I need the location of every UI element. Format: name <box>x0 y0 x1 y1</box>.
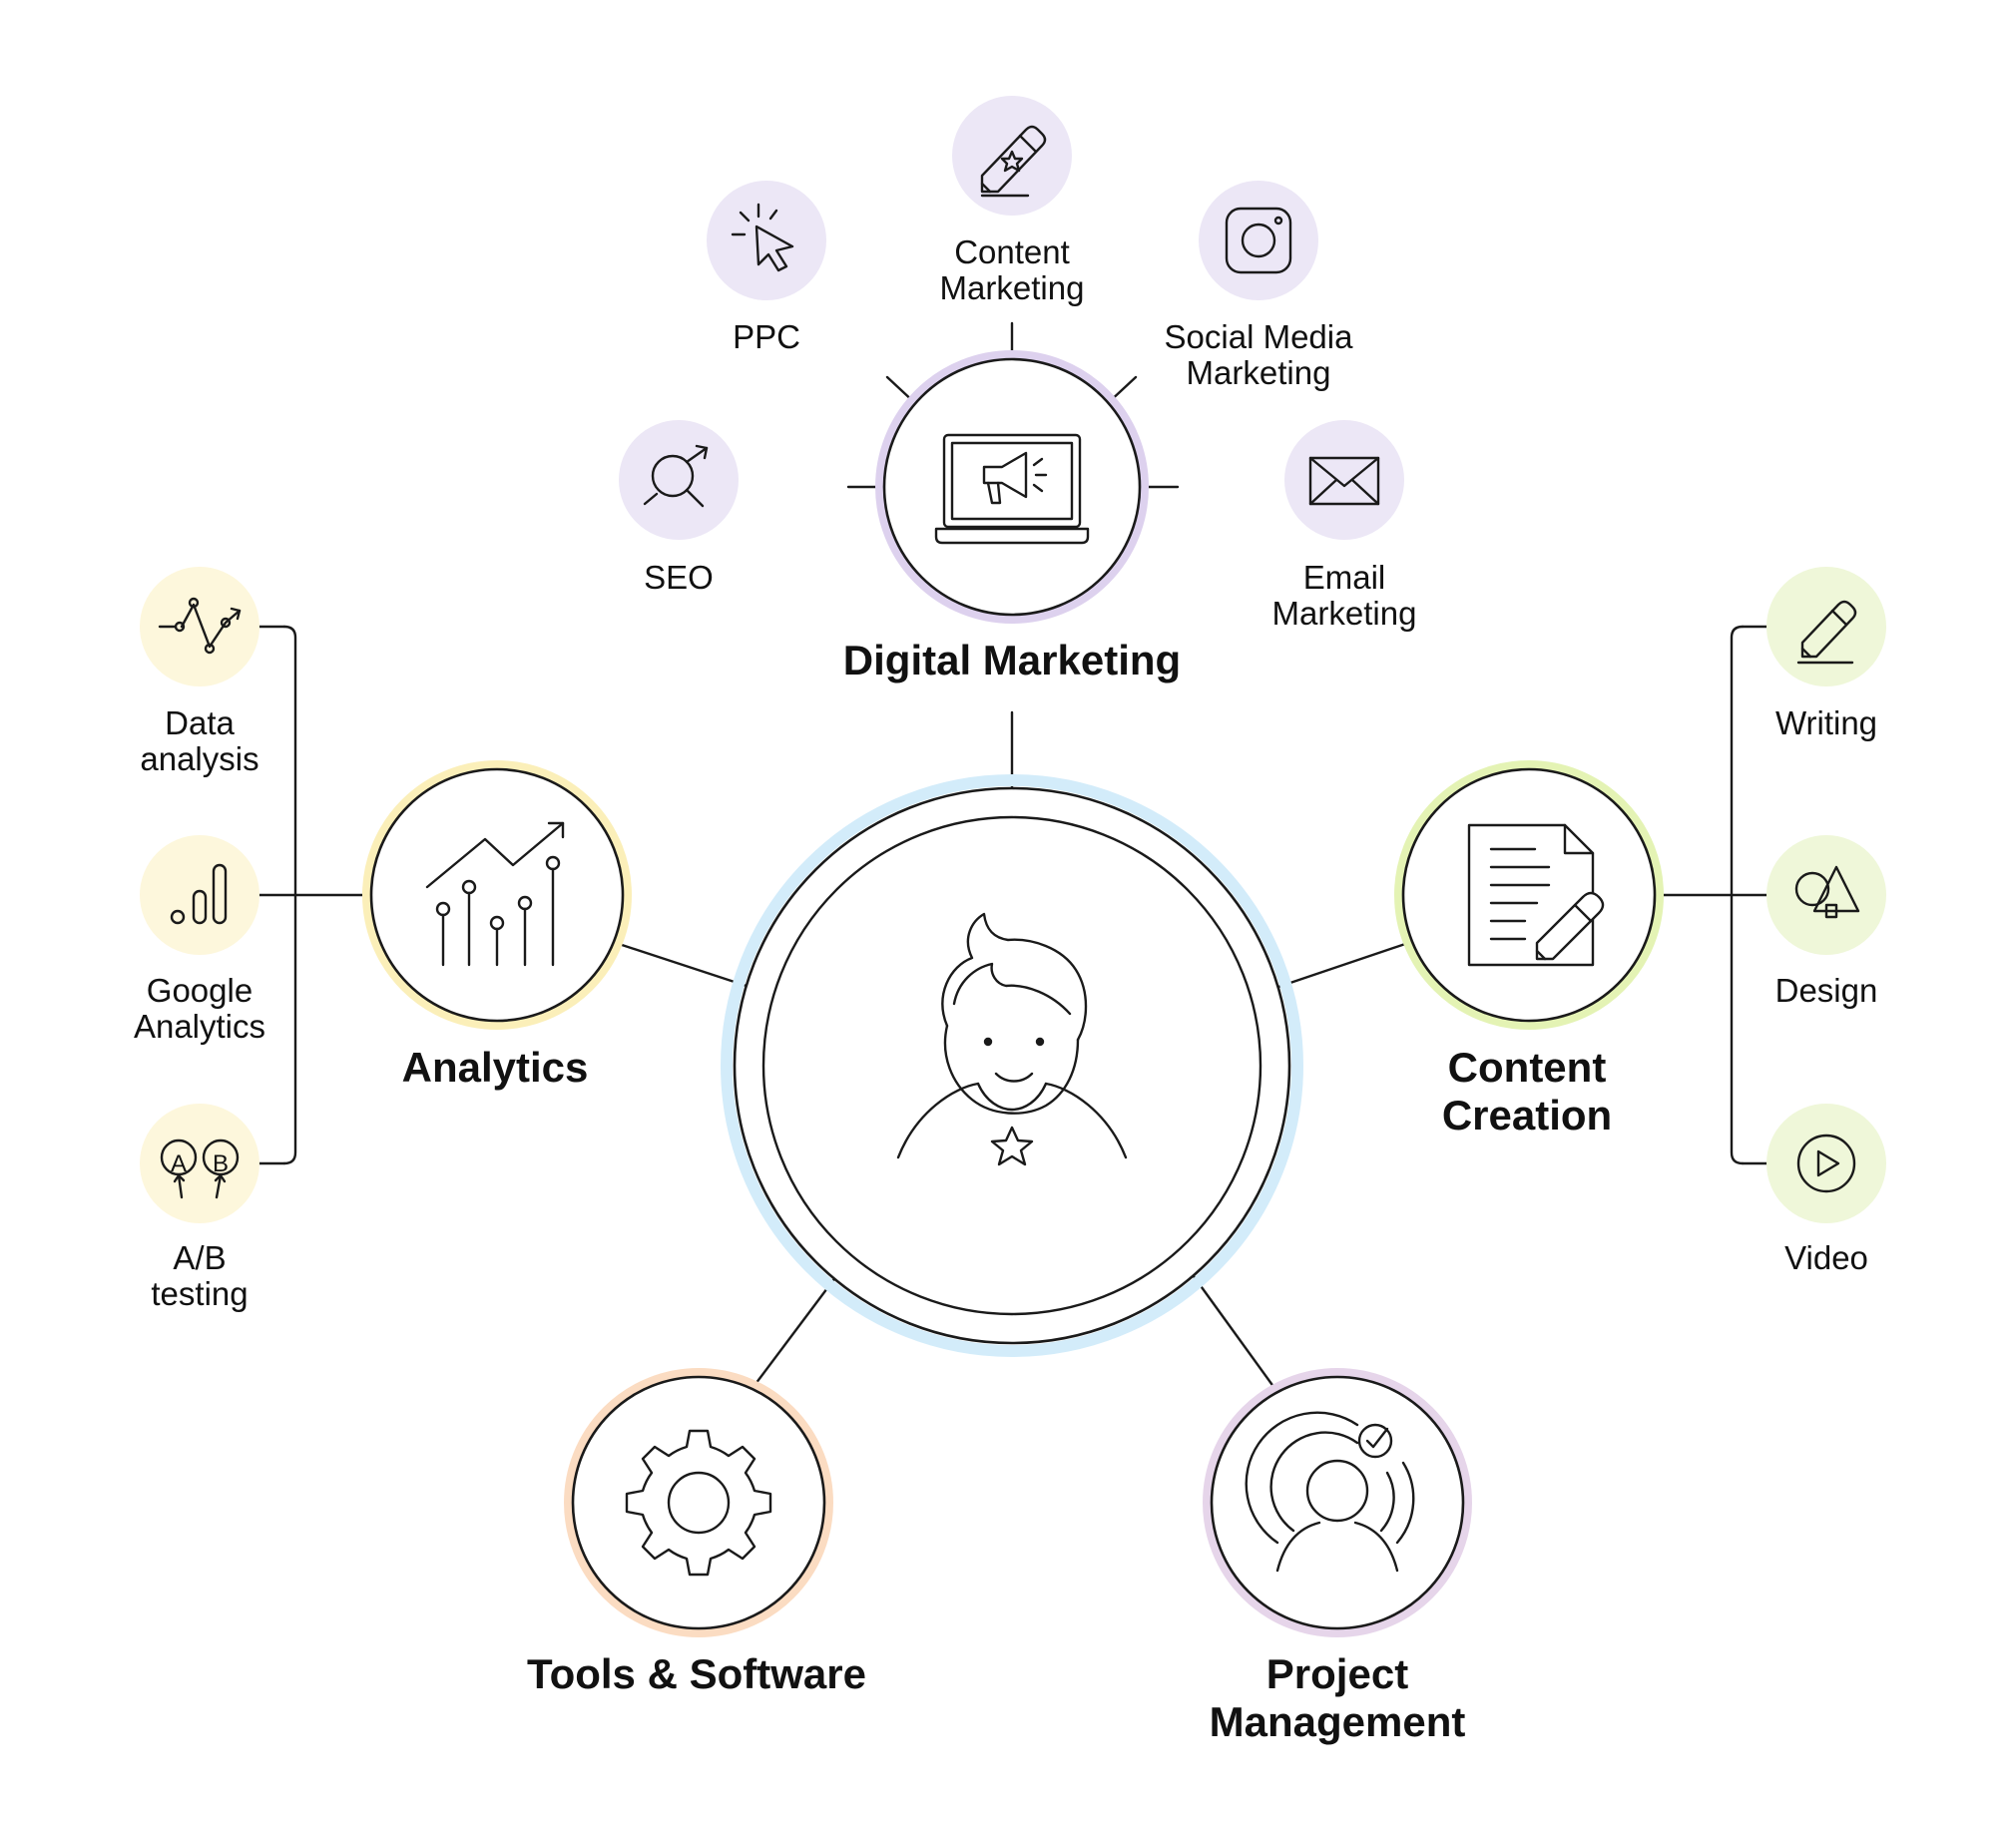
pencil-icon <box>1796 600 1857 665</box>
project-management-title-2: Management <box>1210 1698 1466 1745</box>
ab-test-icon <box>160 1139 240 1199</box>
play-icon <box>1796 1134 1856 1193</box>
ab-letter-b: B <box>213 1150 229 1177</box>
email-marketing-label-2: Marketing <box>1272 595 1417 632</box>
connector-lines <box>257 321 1768 1390</box>
center-outer-glow <box>721 774 1303 1357</box>
video-node: Video <box>1766 1104 1886 1276</box>
magnifier-arrow-icon <box>643 444 709 508</box>
seo-node: SEO <box>619 420 739 596</box>
data-points-icon <box>158 597 242 655</box>
content-creation-title-2: Creation <box>1442 1092 1612 1139</box>
target-person-check-icon <box>1245 1411 1415 1573</box>
analytics-node: Analytics <box>362 760 632 1091</box>
content-marketing-label-1: Content <box>954 233 1070 270</box>
writing-node: Writing <box>1766 567 1886 741</box>
design-node: Design <box>1766 835 1886 1009</box>
social-media-marketing-node: Social Media Marketing <box>1165 181 1354 391</box>
pencil-star-icon <box>980 125 1047 198</box>
center-hub <box>721 774 1303 1357</box>
google-analytics-node: Google Analytics <box>134 835 265 1045</box>
google-analytics-label-1: Google <box>147 972 252 1009</box>
social-media-marketing-label-2: Marketing <box>1187 354 1331 391</box>
shapes-icon <box>1794 865 1860 919</box>
content-creation-title-1: Content <box>1448 1044 1607 1091</box>
tools-software-title: Tools & Software <box>527 1650 866 1697</box>
person-star-icon <box>896 912 1128 1166</box>
data-analysis-label-1: Data <box>165 704 235 741</box>
content-creation-node: Content Creation <box>1394 760 1664 1139</box>
analytics-title: Analytics <box>402 1044 589 1091</box>
project-management-title-1: Project <box>1266 1650 1408 1697</box>
ab-letter-a: A <box>171 1150 187 1177</box>
project-management-node: Project Management <box>1203 1368 1472 1745</box>
google-analytics-icon <box>170 863 228 925</box>
envelope-icon <box>1308 456 1380 506</box>
video-label: Video <box>1784 1239 1868 1276</box>
document-pen-icon <box>1467 823 1605 967</box>
ab-testing-label-2: testing <box>151 1275 248 1312</box>
content-marketing-node: Content Marketing <box>940 96 1085 306</box>
tools-software-node: Tools & Software <box>527 1368 866 1697</box>
google-analytics-label-2: Analytics <box>134 1008 265 1045</box>
data-analysis-node: Data analysis <box>140 567 259 777</box>
ppc-label: PPC <box>733 318 800 355</box>
digital-marketing-node: Digital Marketing <box>843 350 1181 684</box>
seo-label: SEO <box>644 559 714 596</box>
laptop-megaphone-icon <box>934 433 1090 545</box>
design-label: Design <box>1775 972 1878 1009</box>
ab-testing-label-1: A/B <box>173 1239 226 1276</box>
gear-icon <box>625 1429 772 1577</box>
cursor-click-icon <box>731 203 794 272</box>
email-marketing-node: Email Marketing <box>1272 420 1417 632</box>
writing-label: Writing <box>1775 704 1877 741</box>
social-media-marketing-label-1: Social Media <box>1165 318 1354 355</box>
content-marketing-label-2: Marketing <box>940 269 1085 306</box>
instagram-icon <box>1225 207 1292 274</box>
ab-testing-node: A B A/B testing <box>140 1104 259 1312</box>
ppc-node: PPC <box>707 181 826 355</box>
email-marketing-label-1: Email <box>1303 559 1386 596</box>
line-chart-icon <box>425 821 565 967</box>
digital-marketing-title: Digital Marketing <box>843 637 1181 684</box>
data-analysis-label-2: analysis <box>140 740 258 777</box>
